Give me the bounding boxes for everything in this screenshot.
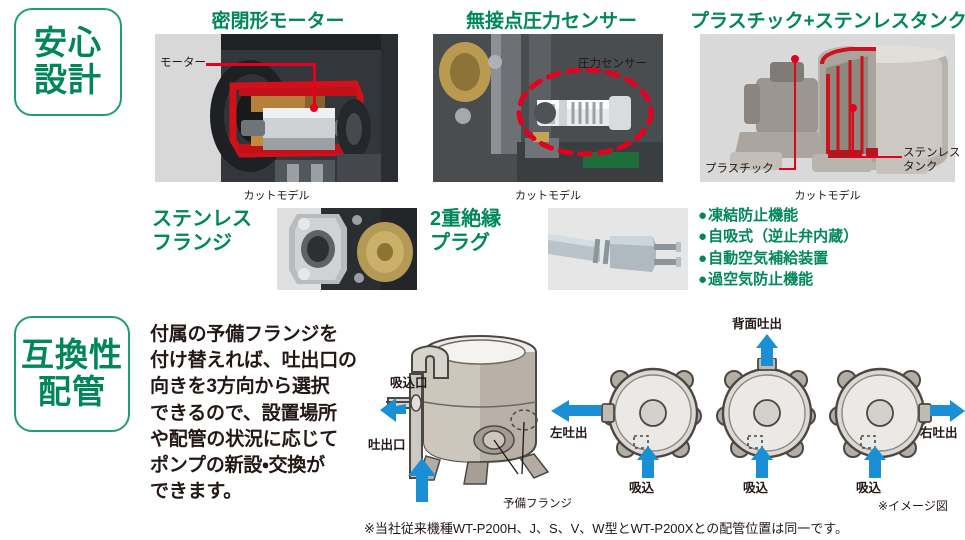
pump-label-spare-flange: 予備フランジ [503,498,572,510]
badge-line-2: 設計 [34,61,102,98]
caption-cut-model-3: カットモデル [794,190,861,202]
annotation-stainless-tank: ステンレス タンク [903,147,961,175]
feature-label-plug-line1: 2重絶縁 [430,208,502,230]
annotation-tank-point [849,104,857,112]
annotation-motor-leader-v [313,63,316,107]
bullet-item-2: 自動空気補給装置 [698,248,858,269]
annotation-pressure-sensor: 圧力センサー [578,58,647,70]
diagram-label-right-discharge: 右吐出 [920,426,958,440]
pump-top-view-rear-discharge [712,358,822,468]
annotation-motor-leader-h [206,63,315,66]
feature-label-stainless-flange-line2: フランジ [152,231,232,254]
feature-label-stainless-flange: ステンレス フランジ [152,208,252,255]
pump-top-view-right-discharge [825,358,935,468]
caption-cut-model-2: カットモデル [515,190,581,202]
photo-motor-cutaway [155,34,398,182]
pump-label-outlet: 吐出口 [368,438,406,452]
annotation-plastic-point [791,55,799,63]
diagram-label-suction-2: 吸込 [743,481,769,495]
image-note: ※イメージ図 [878,499,948,513]
annotation-motor: モーター [160,57,206,69]
annotation-plastic: プラスチック [705,163,774,175]
feature-label-double-insulated-plug: 2重絶縁 プラグ [430,208,501,255]
description-line-2: 向きを3方向から選択 [150,376,330,398]
description-line-3: できるので、設置場所 [150,402,337,424]
photo-stainless-flange [277,208,417,290]
column-header-pressure-sensor: 無接点圧力センサー [465,11,637,32]
description-line-0: 付属の予備フランジを [150,324,339,345]
annotation-plastic-leader-h [779,168,795,170]
compatibility-description: 付属の予備フランジを 付け替えれば、吐出口の 向きを3方向から選択 できるので、… [150,322,365,506]
badge2-line-1: 互換性 [21,336,123,374]
feature-bullet-list: 凍結防止機能 自吸式（逆止弁内蔵） 自動空気補給装置 過空気防止機能 [698,205,858,290]
column-header-motor: 密閉形モーター [211,11,345,32]
arrow-rear-discharge [756,334,778,366]
badge-gokansei-haikan: 互換性 配管 [14,316,130,432]
feature-label-stainless-flange-line1: ステンレス [152,208,252,230]
description-line-4: や配管の状況に応じて [150,428,339,450]
annotation-motor-point [310,104,318,112]
annotation-tank-leader-h [854,156,902,158]
feature-label-plug-line2: プラグ [430,231,490,254]
badge-line-1: 安心 [34,24,102,62]
compatibility-footnote: ※当社従来機種WT-P200H、J、S、V、W型とWT-P200Xとの配管位置は… [364,521,849,536]
arrow-suction-3 [864,446,886,478]
arrow-suction-1 [637,446,659,478]
bullet-item-3: 過空気防止機能 [698,269,858,290]
column-header-tank: プラスチック+ステンレスタンク [690,11,965,32]
diagram-label-left-discharge: 左吐出 [550,426,588,440]
description-line-6: できます。 [150,481,243,503]
diagram-label-suction-1: 吸込 [629,481,655,495]
badge-anshin-sekkei: 安心 設計 [14,8,122,116]
annotation-plastic-leader-v [794,58,796,170]
pump-label-inlet: 吸込口 [390,376,428,390]
caption-cut-model-1: カットモデル [243,190,310,202]
description-line-5: ポンプの新設・交換が [150,455,325,477]
annotation-tank-leader-v [852,108,854,158]
annotation-stainless-tank-line1: ステンレス [903,147,961,159]
badge2-line-2: 配管 [38,373,106,410]
annotation-stainless-tank-line2: タンク [903,160,938,173]
arrow-right-discharge [930,400,965,422]
arrow-suction-2 [751,446,773,478]
bullet-item-1: 自吸式（逆止弁内蔵） [698,226,858,247]
pump-top-view-left-discharge [598,358,708,468]
description-line-1: 付け替えれば、吐出口の [150,350,357,372]
photo-double-insulated-plug [548,208,688,290]
diagram-label-suction-3: 吸込 [856,481,882,495]
pump-illustration [368,316,588,506]
diagram-label-rear-discharge: 背面吐出 [732,317,783,331]
arrow-left-discharge [551,400,601,422]
bullet-item-0: 凍結防止機能 [698,205,858,226]
photo-pressure-sensor-cutaway [433,34,663,182]
